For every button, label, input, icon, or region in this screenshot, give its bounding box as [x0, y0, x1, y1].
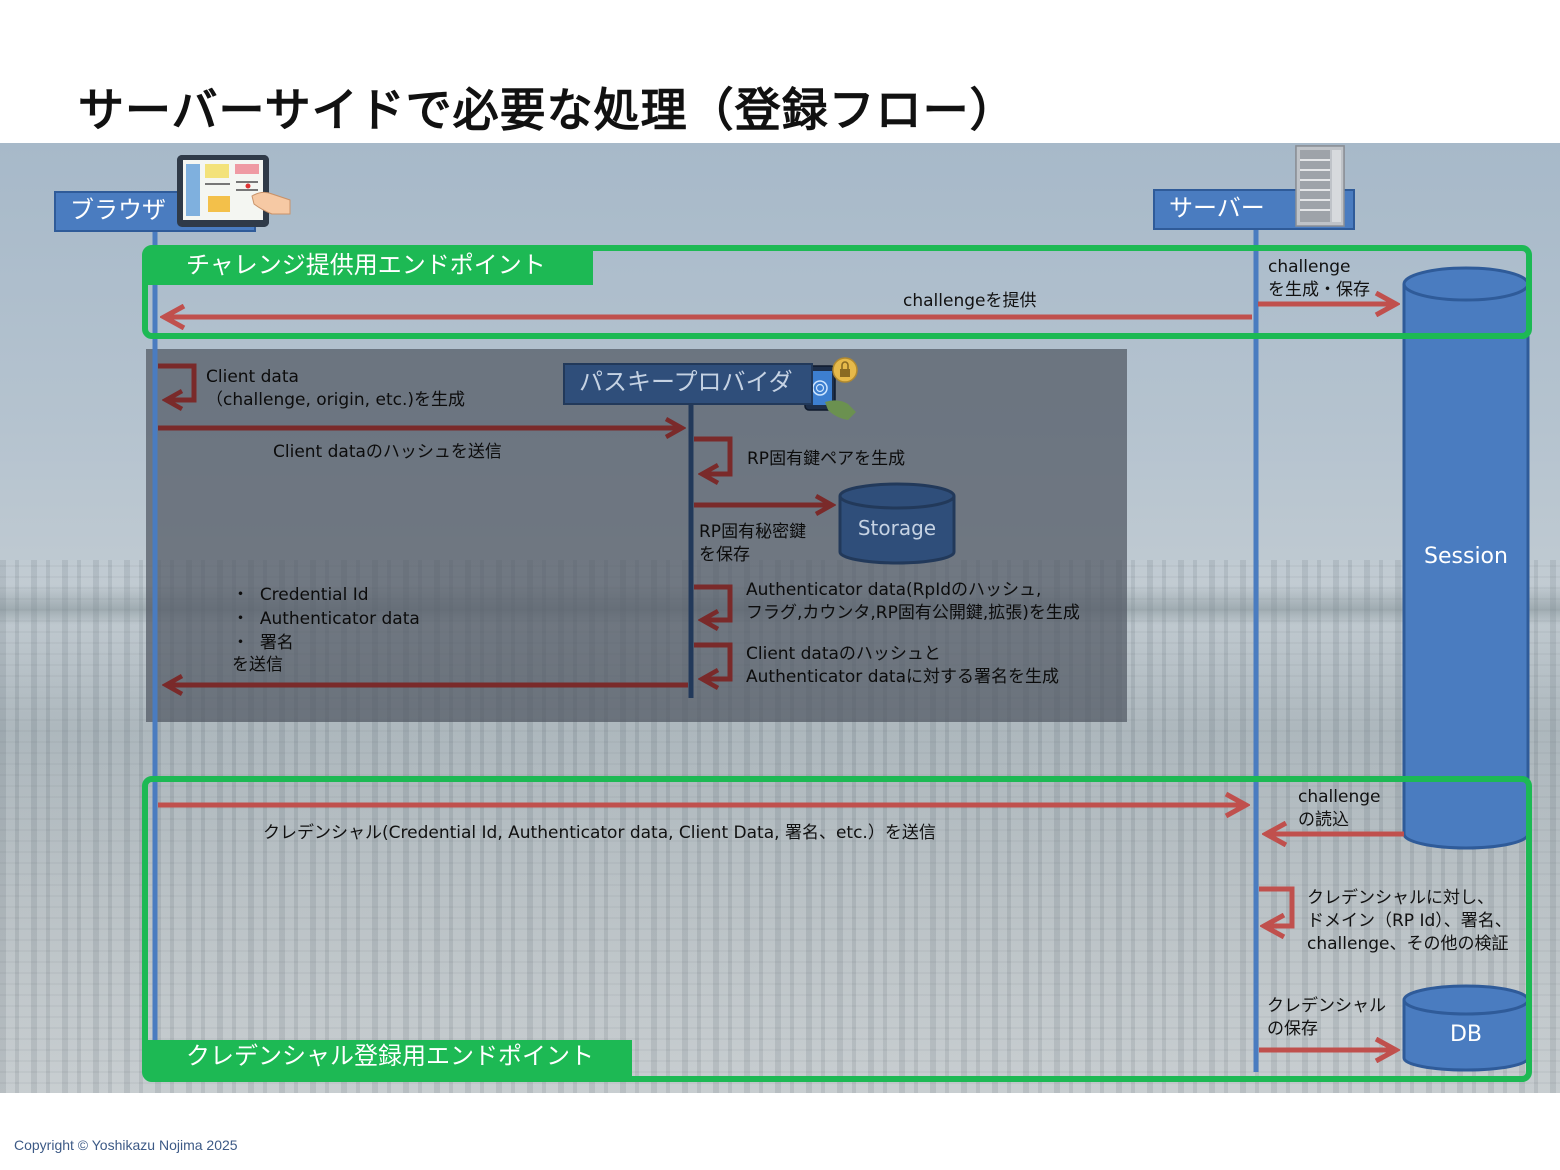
- session-label: Session: [1424, 544, 1508, 569]
- save-credential-label: クレデンシャル の保存: [1267, 996, 1386, 1039]
- browser-actor-label: ブラウザ: [70, 196, 166, 224]
- arrow-client-data: [158, 363, 197, 400]
- session-store: [1402, 266, 1530, 850]
- server-actor-label: サーバー: [1169, 194, 1265, 222]
- auth-data-label: Authenticator data(RpIdのハッシュ, フラグ,カウンタ,R…: [746, 580, 1080, 623]
- save-private-label: RP固有秘密鍵 を保存: [699, 522, 807, 565]
- send-item: ・ Authenticator data: [232, 609, 420, 629]
- read-challenge-label: challenge の読込: [1298, 787, 1381, 830]
- challenge-endpoint-label: チャレンジ提供用エンドポイント: [146, 249, 593, 285]
- storage-label: Storage: [857, 516, 937, 540]
- arrow-signature: [694, 642, 733, 679]
- gen-challenge-label: challenge を生成・保存: [1268, 257, 1370, 300]
- credential-endpoint-frame: [142, 776, 1532, 1082]
- send-hash-label: Client dataのハッシュを送信: [273, 442, 502, 462]
- send-items-label: ・ Credential Id ・ Authenticator data ・ 署…: [232, 585, 420, 675]
- send-credential-label: クレデンシャル(Credential Id, Authenticator dat…: [263, 823, 936, 843]
- db-store: [1402, 984, 1530, 1072]
- storage-store: [838, 482, 956, 565]
- copyright: Copyright © Yoshikazu Nojima 2025: [14, 1137, 238, 1153]
- page-title: サーバーサイドで必要な処理（登録フロー）: [78, 83, 1017, 137]
- passkey-provider-actor: パスキープロバイダ: [563, 363, 813, 405]
- challenge-endpoint-frame: [142, 245, 1532, 339]
- signature-label: Client dataのハッシュと Authenticator dataに対する…: [746, 644, 1059, 687]
- arrow-gen-keypair: [694, 436, 733, 474]
- db-label: DB: [1449, 1022, 1483, 1047]
- credential-endpoint-label: クレデンシャル登録用エンドポイント: [146, 1040, 632, 1076]
- send-item: ・ Credential Id: [232, 585, 369, 605]
- send-item: ・ 署名: [232, 633, 294, 653]
- passkey-provider-region: [146, 349, 1127, 722]
- browser-actor: ブラウザ: [54, 191, 256, 232]
- provide-challenge-label: challengeを提供: [903, 291, 1037, 311]
- passkey-provider-label: パスキープロバイダ: [579, 368, 793, 396]
- server-actor: サーバー: [1153, 189, 1355, 230]
- verify-label: クレデンシャルに対し、 ドメイン（RP Id）、署名、 challenge、その…: [1307, 888, 1512, 954]
- client-data-label: Client data （challenge, origin, etc.)を生成: [206, 367, 465, 410]
- lock-icon: [832, 357, 858, 383]
- gen-keypair-label: RP固有鍵ペアを生成: [747, 449, 906, 469]
- arrow-verify: [1259, 886, 1295, 926]
- arrow-auth-data: [694, 584, 733, 620]
